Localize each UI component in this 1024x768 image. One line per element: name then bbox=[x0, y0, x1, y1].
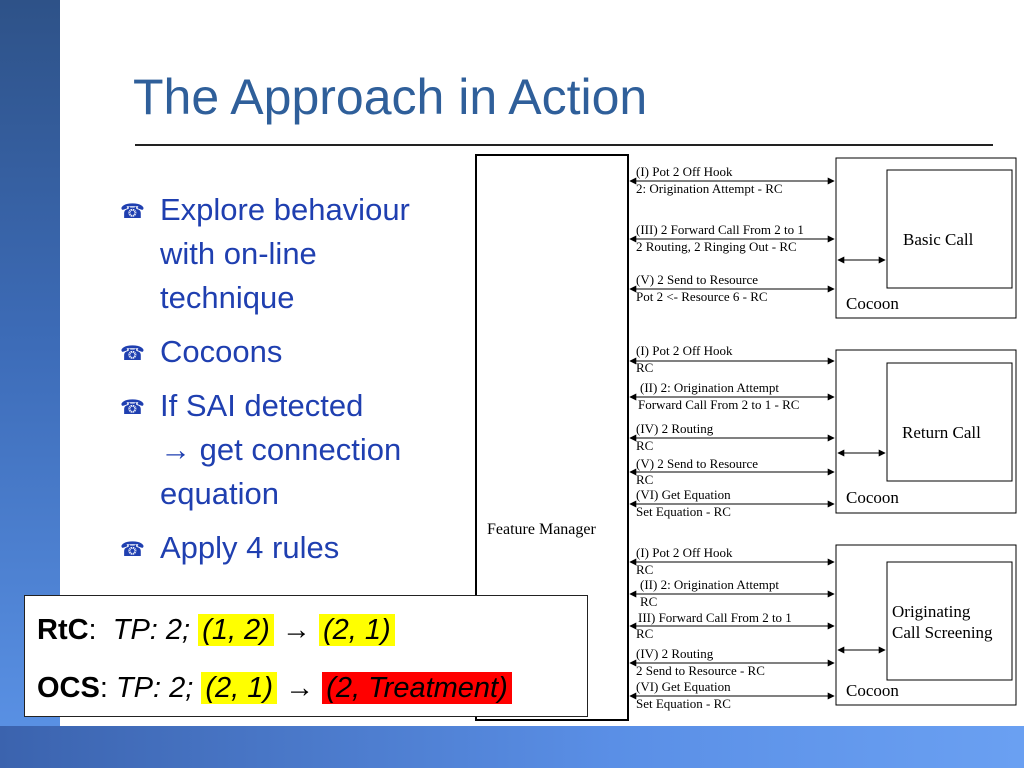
rule-name: OCS bbox=[37, 672, 100, 704]
message-label: RC bbox=[640, 594, 657, 609]
rule-from: (1, 2) bbox=[198, 614, 274, 646]
message-label: (II) 2: Origination Attempt bbox=[640, 577, 779, 592]
message-label: (VI) Get Equation bbox=[636, 679, 731, 694]
message-label: Forward Call From 2 to 1 - RC bbox=[638, 397, 799, 412]
bullet-line: Explore behaviour bbox=[160, 192, 410, 227]
rule-from: (2, 1) bbox=[201, 672, 278, 704]
feature-label: Basic Call bbox=[903, 230, 974, 249]
message-label: (IV) 2 Routing bbox=[636, 421, 714, 436]
message-label: 2 Send to Resource - RC bbox=[636, 663, 765, 678]
message-label: (V) 2 Send to Resource bbox=[636, 272, 758, 287]
bullet-line: → get connection bbox=[160, 432, 402, 467]
feature-label: Originating bbox=[892, 602, 971, 621]
bullet-line: with on-line bbox=[160, 236, 317, 271]
message-label: RC bbox=[636, 562, 653, 577]
title-divider bbox=[135, 144, 993, 146]
message-label: III) Forward Call From 2 to 1 bbox=[638, 610, 792, 625]
message-label: (I) Pot 2 Off Hook bbox=[636, 343, 733, 358]
message-label: (VI) Get Equation bbox=[636, 487, 731, 502]
feature-box bbox=[886, 169, 1013, 289]
rule-rtc: RtC: TP: 2; (1, 2) → (2, 1) bbox=[37, 604, 395, 656]
message-label: 2 Routing, 2 Ringing Out - RC bbox=[636, 239, 797, 254]
telephone-icon: ☎ bbox=[120, 343, 145, 365]
message-label: RC bbox=[636, 626, 653, 641]
message-label: RC bbox=[636, 360, 653, 375]
rules-box: RtC: TP: 2; (1, 2) → (2, 1) OCS: TP: 2; … bbox=[24, 595, 588, 717]
bullet-item: ☎ Cocoons bbox=[120, 330, 470, 374]
message-label: RC bbox=[636, 438, 653, 453]
feature-box bbox=[886, 362, 1013, 482]
rule-to: (2, Treatment) bbox=[322, 672, 512, 704]
feature-manager-label: Feature Manager bbox=[487, 521, 597, 538]
slide-title: The Approach in Action bbox=[133, 69, 648, 125]
arrow-icon: → bbox=[281, 614, 311, 646]
bullet-line: Cocoons bbox=[160, 334, 283, 369]
rule-ocs: OCS: TP: 2; (2, 1) → (2, Treatment) bbox=[37, 662, 512, 714]
telephone-icon: ☎ bbox=[120, 201, 145, 223]
message-label: (IV) 2 Routing bbox=[636, 646, 714, 661]
arrow-icon: → bbox=[285, 672, 315, 704]
message-label: Set Equation - RC bbox=[636, 504, 731, 519]
telephone-icon: ☎ bbox=[120, 539, 145, 561]
bullet-line: equation bbox=[160, 476, 279, 511]
feature-label: Return Call bbox=[902, 423, 981, 442]
rule-separator: : bbox=[99, 672, 108, 704]
bullet-line: technique bbox=[160, 280, 295, 315]
feature-box bbox=[886, 561, 1013, 681]
message-label: (I) Pot 2 Off Hook bbox=[636, 545, 733, 560]
rule-tp: TP: 2; bbox=[112, 614, 191, 646]
message-label: (II) 2: Origination Attempt bbox=[640, 380, 779, 395]
rule-tp: TP: 2; bbox=[115, 672, 194, 704]
bullet-list: ☎ Explore behaviour with on-line techniq… bbox=[120, 188, 470, 580]
telephone-icon: ☎ bbox=[120, 397, 145, 419]
bullet-item: ☎ Apply 4 rules bbox=[120, 526, 470, 570]
bullet-item: ☎ Explore behaviour with on-line techniq… bbox=[120, 188, 470, 320]
bullet-item: ☎ If SAI detected → get connection equat… bbox=[120, 384, 470, 516]
rule-to: (2, 1) bbox=[318, 614, 395, 646]
message-label: (V) 2 Send to Resource bbox=[636, 456, 758, 471]
bottom-decor-bar bbox=[0, 726, 1024, 768]
bullet-line: Apply 4 rules bbox=[160, 530, 340, 565]
message-label: (III) 2 Forward Call From 2 to 1 bbox=[636, 222, 804, 237]
rule-separator: : bbox=[88, 614, 97, 646]
message-label: 2: Origination Attempt - RC bbox=[636, 181, 783, 196]
cocoon-label: Cocoon bbox=[846, 294, 899, 313]
feature-label: Call Screening bbox=[892, 623, 993, 642]
rule-name: RtC bbox=[37, 614, 89, 646]
message-label: RC bbox=[636, 472, 653, 487]
bullet-line: If SAI detected bbox=[160, 388, 364, 423]
message-label: Set Equation - RC bbox=[636, 696, 731, 711]
cocoon-label: Cocoon bbox=[846, 681, 899, 700]
message-label: Pot 2 <- Resource 6 - RC bbox=[636, 289, 768, 304]
cocoon-label: Cocoon bbox=[846, 488, 899, 507]
message-label: (I) Pot 2 Off Hook bbox=[636, 164, 733, 179]
